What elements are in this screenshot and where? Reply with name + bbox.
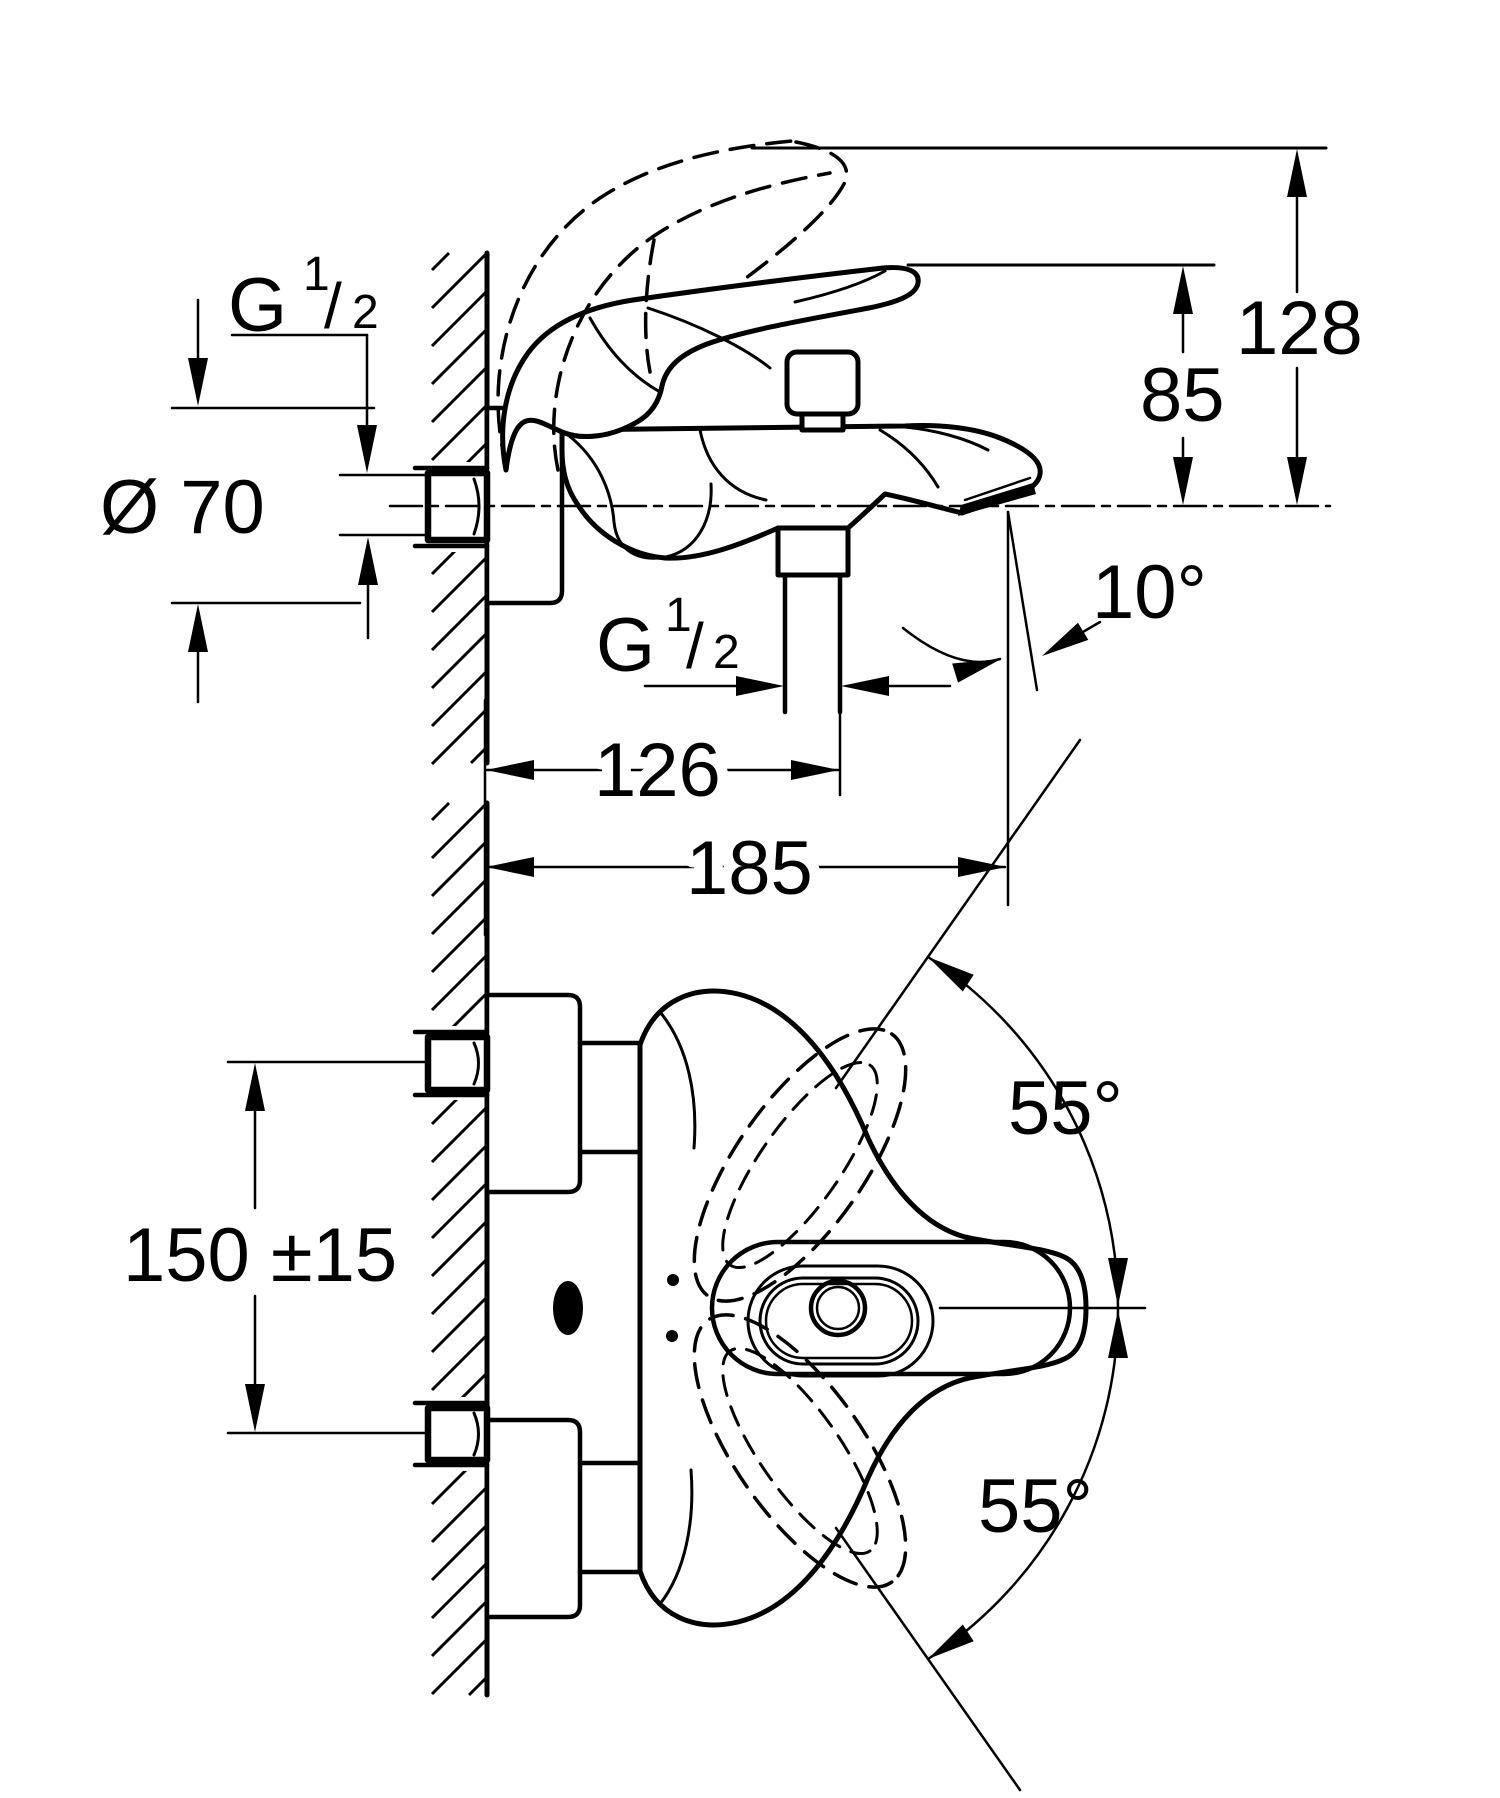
lever-dot (667, 1274, 679, 1286)
wall-hatching-front (430, 801, 489, 1697)
lever-rotated-up-dashed (692, 1027, 908, 1303)
lever-handle-side (500, 265, 921, 473)
lever-dot (666, 1330, 678, 1342)
side-view: G 1 / 2 Ø 70 85 128 10° G 1 / 2 126 185 (100, 139, 1363, 937)
faucet-body-side (559, 423, 1043, 561)
escutcheon-front-bottom (484, 1417, 583, 1620)
dim-label-swing-up: 55° (1008, 1066, 1123, 1151)
dim-label-thread-wall: G 1 / 2 (228, 222, 379, 348)
front-view: 150 ±15 55° 55° (123, 738, 1147, 1792)
dim-label-connection-spacing: 150 ±15 (123, 1213, 397, 1298)
dimensions-front (226, 738, 1147, 1792)
lever-button-outer (808, 1278, 868, 1338)
lever-handle-front (553, 1239, 1073, 1378)
escutcheon-front-top (484, 992, 583, 1195)
lever-button-inner (815, 1285, 861, 1331)
lever-detail-lines (588, 269, 887, 394)
dim-label-thread-shower: G 1 / 2 (596, 563, 740, 688)
dim-label-spout-angle: 10° (1092, 550, 1207, 635)
spout-outlet (958, 483, 1036, 516)
lever-logo-mark (553, 1281, 583, 1335)
lever-rotated-down-dashed (692, 1313, 908, 1589)
mounting-nut-front-top (412, 1029, 491, 1098)
mounting-nut-front-bottom (412, 1400, 491, 1468)
body-front-detail-lines (658, 1010, 697, 1606)
body-detail-lines (566, 425, 990, 560)
diverter-knob (784, 349, 861, 433)
dim-label-swing-down: 55° (978, 1464, 1093, 1549)
spout-outlet-line (963, 476, 1032, 502)
dim-label-spout-reach: 126 (594, 728, 721, 813)
dim-label-total-reach: 185 (686, 826, 813, 911)
dim-label-handle-height: 128 (1236, 286, 1363, 371)
wall-hatching-side (430, 251, 489, 766)
shower-outlet-pipe (775, 525, 851, 797)
connection-pipes (577, 1040, 643, 1575)
dim-label-spout-height: 85 (1140, 353, 1225, 438)
dim-label-flange-diameter: Ø 70 (100, 465, 265, 550)
lever-handle-raised-dashed (496, 139, 849, 472)
dimensions-side (170, 146, 1328, 937)
